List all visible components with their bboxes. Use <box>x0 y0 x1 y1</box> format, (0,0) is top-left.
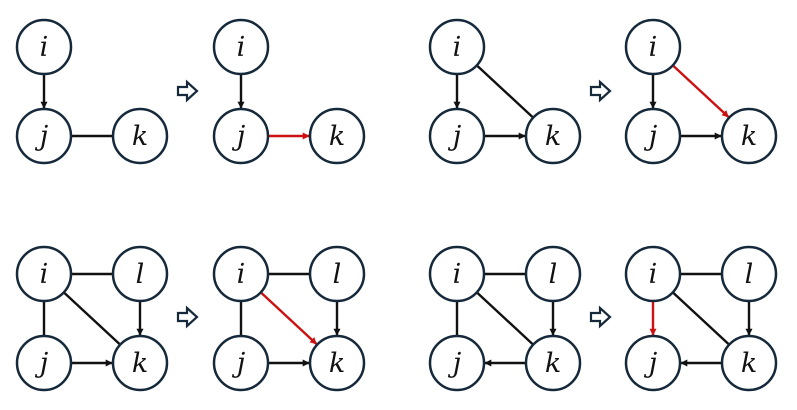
p4-after-node-k-circle <box>720 334 778 392</box>
p4-after-node-l-label: l <box>745 259 754 290</box>
p3-before-node-l-circle <box>111 245 169 303</box>
p4-after-edge-i-k <box>671 291 730 345</box>
p3-after-node-j-circle <box>212 334 270 392</box>
p2-before-node-k-circle <box>524 107 582 165</box>
p2-after-edge-i-k-oriented <box>671 64 730 118</box>
p4-after-node-i-label: i <box>649 259 658 290</box>
p4-after-node-i-circle <box>624 245 682 303</box>
p2-after-node-j-circle <box>624 107 682 165</box>
p1-after-node-k-label: k <box>329 121 345 152</box>
p2-before-node-j: j <box>428 107 486 165</box>
p2-after-node-j: j <box>624 107 682 165</box>
p3-after-node-j: j <box>212 334 270 392</box>
p2-after-node-k: k <box>720 107 778 165</box>
p4-after-node-l-circle <box>720 245 778 303</box>
p1-after-node-i-circle <box>212 18 270 76</box>
p4-before-node-j: j <box>428 334 486 392</box>
p4-after-node-j: j <box>624 334 682 392</box>
p4-before-node-l: l <box>524 245 582 303</box>
nodes-layer: i j k i j k i j k i j k i l j k i l j k i l j k i l j k <box>15 18 778 392</box>
p1-before-node-j: j <box>15 107 73 165</box>
p2-after-node-i: i <box>624 18 682 76</box>
p2-hollow-right-arrow-icon <box>589 79 612 103</box>
p3-before-node-l-label: l <box>136 259 145 290</box>
p2-before-node-i: i <box>428 18 486 76</box>
p1-after-node-k-circle <box>308 107 366 165</box>
p1-hollow-right-arrow-icon <box>176 79 199 103</box>
p4-after-node-i: i <box>624 245 682 303</box>
p3-after-node-k-circle <box>308 334 366 392</box>
p3-before-node-i: i <box>15 245 73 303</box>
p4-before-node-i: i <box>428 245 486 303</box>
p3-before-node-i-label: i <box>40 259 49 290</box>
p3-before-node-j: j <box>15 334 73 392</box>
p4-before-node-k-label: k <box>545 348 561 379</box>
p1-before-node-j-circle <box>15 107 73 165</box>
p2-before-node-j-circle <box>428 107 486 165</box>
p2-after-node-k-label: k <box>741 121 757 152</box>
p4-hollow-right-arrow-icon <box>589 305 612 329</box>
p1-before-node-i-label: i <box>40 32 49 63</box>
p4-after-node-k-label: k <box>741 348 757 379</box>
p2-after-node-i-label: i <box>649 32 658 63</box>
p3-before-node-j-circle <box>15 334 73 392</box>
p4-after-node-k: k <box>720 334 778 392</box>
p4-before-node-i-circle <box>428 245 486 303</box>
p4-before-node-j-circle <box>428 334 486 392</box>
p3-after-node-k: k <box>308 334 366 392</box>
p3-before-node-k: k <box>111 334 169 392</box>
p3-before-node-k-label: k <box>132 348 148 379</box>
p2-before-node-k-label: k <box>545 121 561 152</box>
p3-before-edge-i-k <box>62 291 121 345</box>
p3-after-node-i-label: i <box>237 259 246 290</box>
p3-after-node-l-label: l <box>333 259 342 290</box>
p1-before-node-k-circle <box>111 107 169 165</box>
p3-after-node-i-circle <box>212 245 270 303</box>
p4-after-node-l: l <box>720 245 778 303</box>
p1-after-node-i: i <box>212 18 270 76</box>
p1-before-node-k: k <box>111 107 169 165</box>
p3-after-edge-i-k-oriented <box>259 291 318 345</box>
p2-before-edge-i-k <box>475 64 534 118</box>
p3-after-node-l-circle <box>308 245 366 303</box>
p2-before-node-k: k <box>524 107 582 165</box>
p1-after-node-k: k <box>308 107 366 165</box>
p1-before-node-k-label: k <box>132 121 148 152</box>
p3-before-node-i-circle <box>15 245 73 303</box>
p1-before-node-i: i <box>15 18 73 76</box>
p4-before-node-l-label: l <box>549 259 558 290</box>
p4-before-node-l-circle <box>524 245 582 303</box>
p1-before-node-i-circle <box>15 18 73 76</box>
p2-before-node-i-label: i <box>453 32 462 63</box>
p1-after-node-j-circle <box>212 107 270 165</box>
p1-after-node-j: j <box>212 107 270 165</box>
transition-arrows-layer <box>176 79 612 329</box>
p4-after-node-j-circle <box>624 334 682 392</box>
p2-before-node-i-circle <box>428 18 486 76</box>
p4-before-node-i-label: i <box>453 259 462 290</box>
p3-hollow-right-arrow-icon <box>176 305 199 329</box>
p3-after-node-l: l <box>308 245 366 303</box>
p3-before-node-k-circle <box>111 334 169 392</box>
p3-after-node-i: i <box>212 245 270 303</box>
p3-after-node-k-label: k <box>329 348 345 379</box>
p4-before-edge-i-k <box>475 291 534 345</box>
p1-after-node-i-label: i <box>237 32 246 63</box>
p3-before-node-l: l <box>111 245 169 303</box>
p4-before-node-k: k <box>524 334 582 392</box>
p4-before-node-k-circle <box>524 334 582 392</box>
edges-layer <box>40 64 753 367</box>
p2-after-node-i-circle <box>624 18 682 76</box>
p2-after-node-k-circle <box>720 107 778 165</box>
